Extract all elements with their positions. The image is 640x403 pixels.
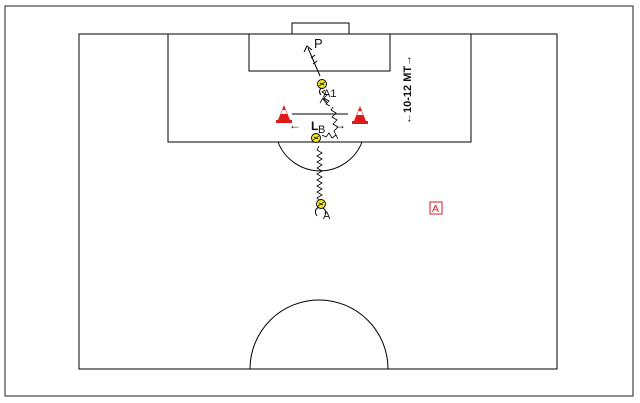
coach-marker-label: A	[432, 203, 439, 215]
player-a-mark	[314, 206, 320, 217]
dribble-a-to-b	[316, 145, 323, 202]
player-p-label: P	[314, 36, 323, 51]
football-icon	[317, 79, 327, 89]
pass-arrow-a1-to-p	[303, 45, 321, 77]
football-icon	[311, 133, 321, 143]
player-b-label: B	[318, 124, 325, 136]
player-a1-mark	[319, 87, 322, 96]
football-icon	[316, 199, 326, 209]
gate-left-arrow: ←	[289, 118, 301, 132]
gate-right-arrow: →	[334, 118, 346, 132]
distance-label: ←10-12 MT→	[402, 55, 414, 124]
goal-area	[248, 33, 391, 72]
player-a1-label: A1	[323, 88, 336, 100]
dribble-gate-to-a1	[321, 89, 331, 107]
coach-marker-icon: A	[429, 201, 443, 215]
training-cone-icon	[352, 106, 368, 124]
gate-width-label: L	[311, 119, 318, 133]
player-a-label: A	[323, 210, 331, 222]
center-circle-arc	[249, 299, 389, 370]
player-a-mark-2	[322, 207, 327, 215]
training-cone-icon	[276, 105, 292, 123]
penalty-arc	[277, 141, 363, 172]
pitch	[78, 22, 558, 370]
